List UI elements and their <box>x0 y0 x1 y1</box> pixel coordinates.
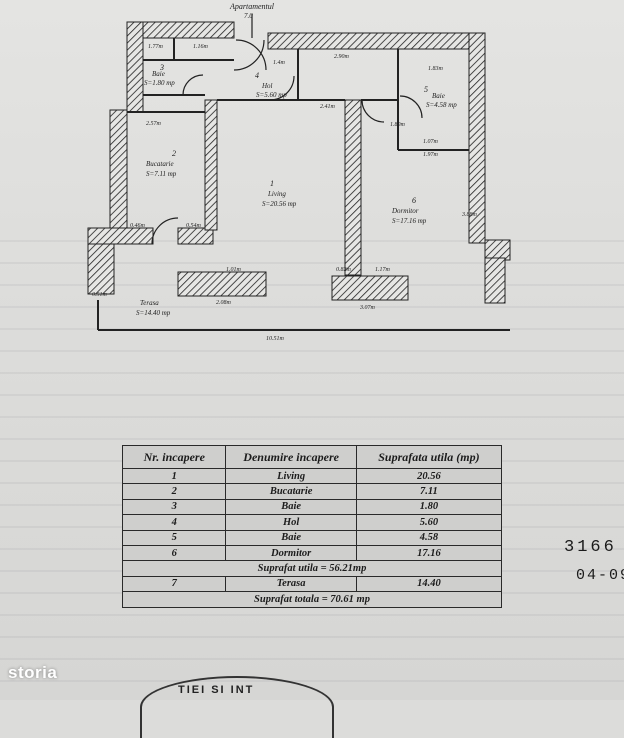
room-hol-area: S=5.60 mp <box>256 91 287 99</box>
stamp-date: 04-09- <box>576 567 624 584</box>
interior-walls <box>97 38 510 331</box>
room-number-4: 4 <box>255 71 259 80</box>
header-nr: Nr. incapere <box>121 445 227 469</box>
dim-7: 2.41m <box>320 103 336 110</box>
row-name: Dormitor <box>225 544 357 562</box>
room-hol-name: Hol <box>261 82 273 90</box>
room-bucatarie-area: S=7.11 mp <box>146 170 177 178</box>
dim-4: 2.90m <box>334 54 350 60</box>
room-living-area: S=20.56 mp <box>262 200 297 208</box>
dim-15: 2.08m <box>216 300 232 306</box>
row-nr: 1 <box>121 467 227 485</box>
dim-12: 1.01m <box>226 267 242 273</box>
storia-watermark: storia <box>8 663 58 682</box>
room-bucatarie-name: Bucatarie <box>146 160 174 168</box>
dim-5: 1.83m <box>428 66 444 72</box>
row-area: 20.56 <box>355 467 503 485</box>
room-number-6: 6 <box>412 196 416 205</box>
table-row: 1 Living 20.56 <box>121 467 503 485</box>
dim-8: 1.97m <box>423 152 439 158</box>
row-area: 1.80 <box>355 498 503 516</box>
seal-text: TIEI SI INT <box>178 684 255 696</box>
dim-18: 3.88m <box>461 212 478 218</box>
table-row: 6 Dormitor 17.16 <box>121 544 503 562</box>
dim-2: 1.16m <box>193 44 209 50</box>
room-number-2: 2 <box>172 149 176 158</box>
row-name: Hol <box>225 514 357 531</box>
grand-total-row: Suprafat totala = 70.61 mp <box>122 591 502 608</box>
dim-11: 0.54m <box>186 222 202 229</box>
table-header-row: Nr. incapere Denumire incapere Suprafata… <box>121 445 503 469</box>
stamp-number: 3166 <box>564 538 617 557</box>
plan-header: Apartamentul <box>229 2 275 11</box>
header-area: Suprafata utila (mp) <box>355 445 503 469</box>
row-name: Baie <box>225 498 357 516</box>
room-baie-area: S=4.58 mp <box>426 101 457 109</box>
room-labels: 3 Baie S=1.80 mp 4 Hol S=5.60 mp 5 Baie … <box>136 63 457 317</box>
row-area: 14.40 <box>355 575 503 593</box>
dim-9: 1.07m <box>423 139 439 145</box>
row-name: Bucatarie <box>225 483 357 500</box>
util-total: Suprafat utila = 56.21mp <box>122 560 502 577</box>
room-dormitor-name: Dormitor <box>391 207 419 215</box>
dimension-labels: 1.77m 1.16m 1.4m 2.90m 1.83m 2.57m 2.41m… <box>92 44 478 342</box>
table-row: 7 Terasa 14.40 <box>121 575 503 593</box>
dim-3: 1.4m <box>273 59 286 66</box>
room-dormitor-area: S=17.16 mp <box>392 217 427 225</box>
row-name: Terasa <box>225 575 357 593</box>
row-area: 5.60 <box>355 514 503 531</box>
dim-20: 0.51m <box>92 292 108 298</box>
room-terasa-area: S=14.40 mp <box>136 309 171 317</box>
row-name: Living <box>225 467 357 485</box>
header-name: Denumire incapere <box>225 445 357 469</box>
table-row: 5 Baie 4.58 <box>121 529 503 546</box>
row-nr: 6 <box>121 544 227 562</box>
row-name: Baie <box>225 529 357 546</box>
row-nr: 3 <box>121 498 227 516</box>
dim-1: 1.77m <box>148 44 164 50</box>
table-row: 3 Baie 1.80 <box>121 498 503 516</box>
table-row: 4 Hol 5.60 <box>121 514 503 531</box>
room-terasa-name: Terasa <box>140 299 159 307</box>
dim-6: 2.57m <box>146 121 162 127</box>
room-number-5: 5 <box>424 85 428 94</box>
row-nr: 2 <box>121 483 227 500</box>
floor-plan: Apartamentul 7.0 3 Baie S=1.80 mp 4 Hol … <box>87 2 511 342</box>
row-area: 17.16 <box>355 544 503 562</box>
room-baie-small-area: S=1.80 mp <box>144 79 175 87</box>
dim-14: 1.17m <box>375 267 391 273</box>
dim-13: 0.82m <box>336 267 352 273</box>
row-area: 7.11 <box>355 483 503 500</box>
dim-10: 0.46m <box>130 222 146 229</box>
row-nr: 7 <box>121 575 227 593</box>
room-baie-name: Baie <box>432 92 445 100</box>
dim-19: 1.80m <box>390 122 406 128</box>
room-number-1: 1 <box>270 179 274 188</box>
row-nr: 4 <box>121 514 227 531</box>
door-swings <box>151 39 423 245</box>
table-row: 2 Bucatarie 7.11 <box>121 483 503 500</box>
row-nr: 5 <box>121 529 227 546</box>
outer-walls <box>87 21 511 304</box>
room-baie-small-name: Baie <box>152 70 165 78</box>
plan-header-dim: 7.0 <box>244 12 253 20</box>
grand-total: Suprafat totala = 70.61 mp <box>122 591 502 608</box>
dim-17: 10.51m <box>266 336 285 342</box>
room-area-table: Nr. incapere Denumire incapere Suprafata… <box>121 445 503 608</box>
dim-16: 3.07m <box>359 305 376 311</box>
room-living-name: Living <box>267 190 286 198</box>
room-number-3: 3 <box>159 63 164 72</box>
row-area: 4.58 <box>355 529 503 546</box>
util-total-row: Suprafat utila = 56.21mp <box>122 560 502 577</box>
